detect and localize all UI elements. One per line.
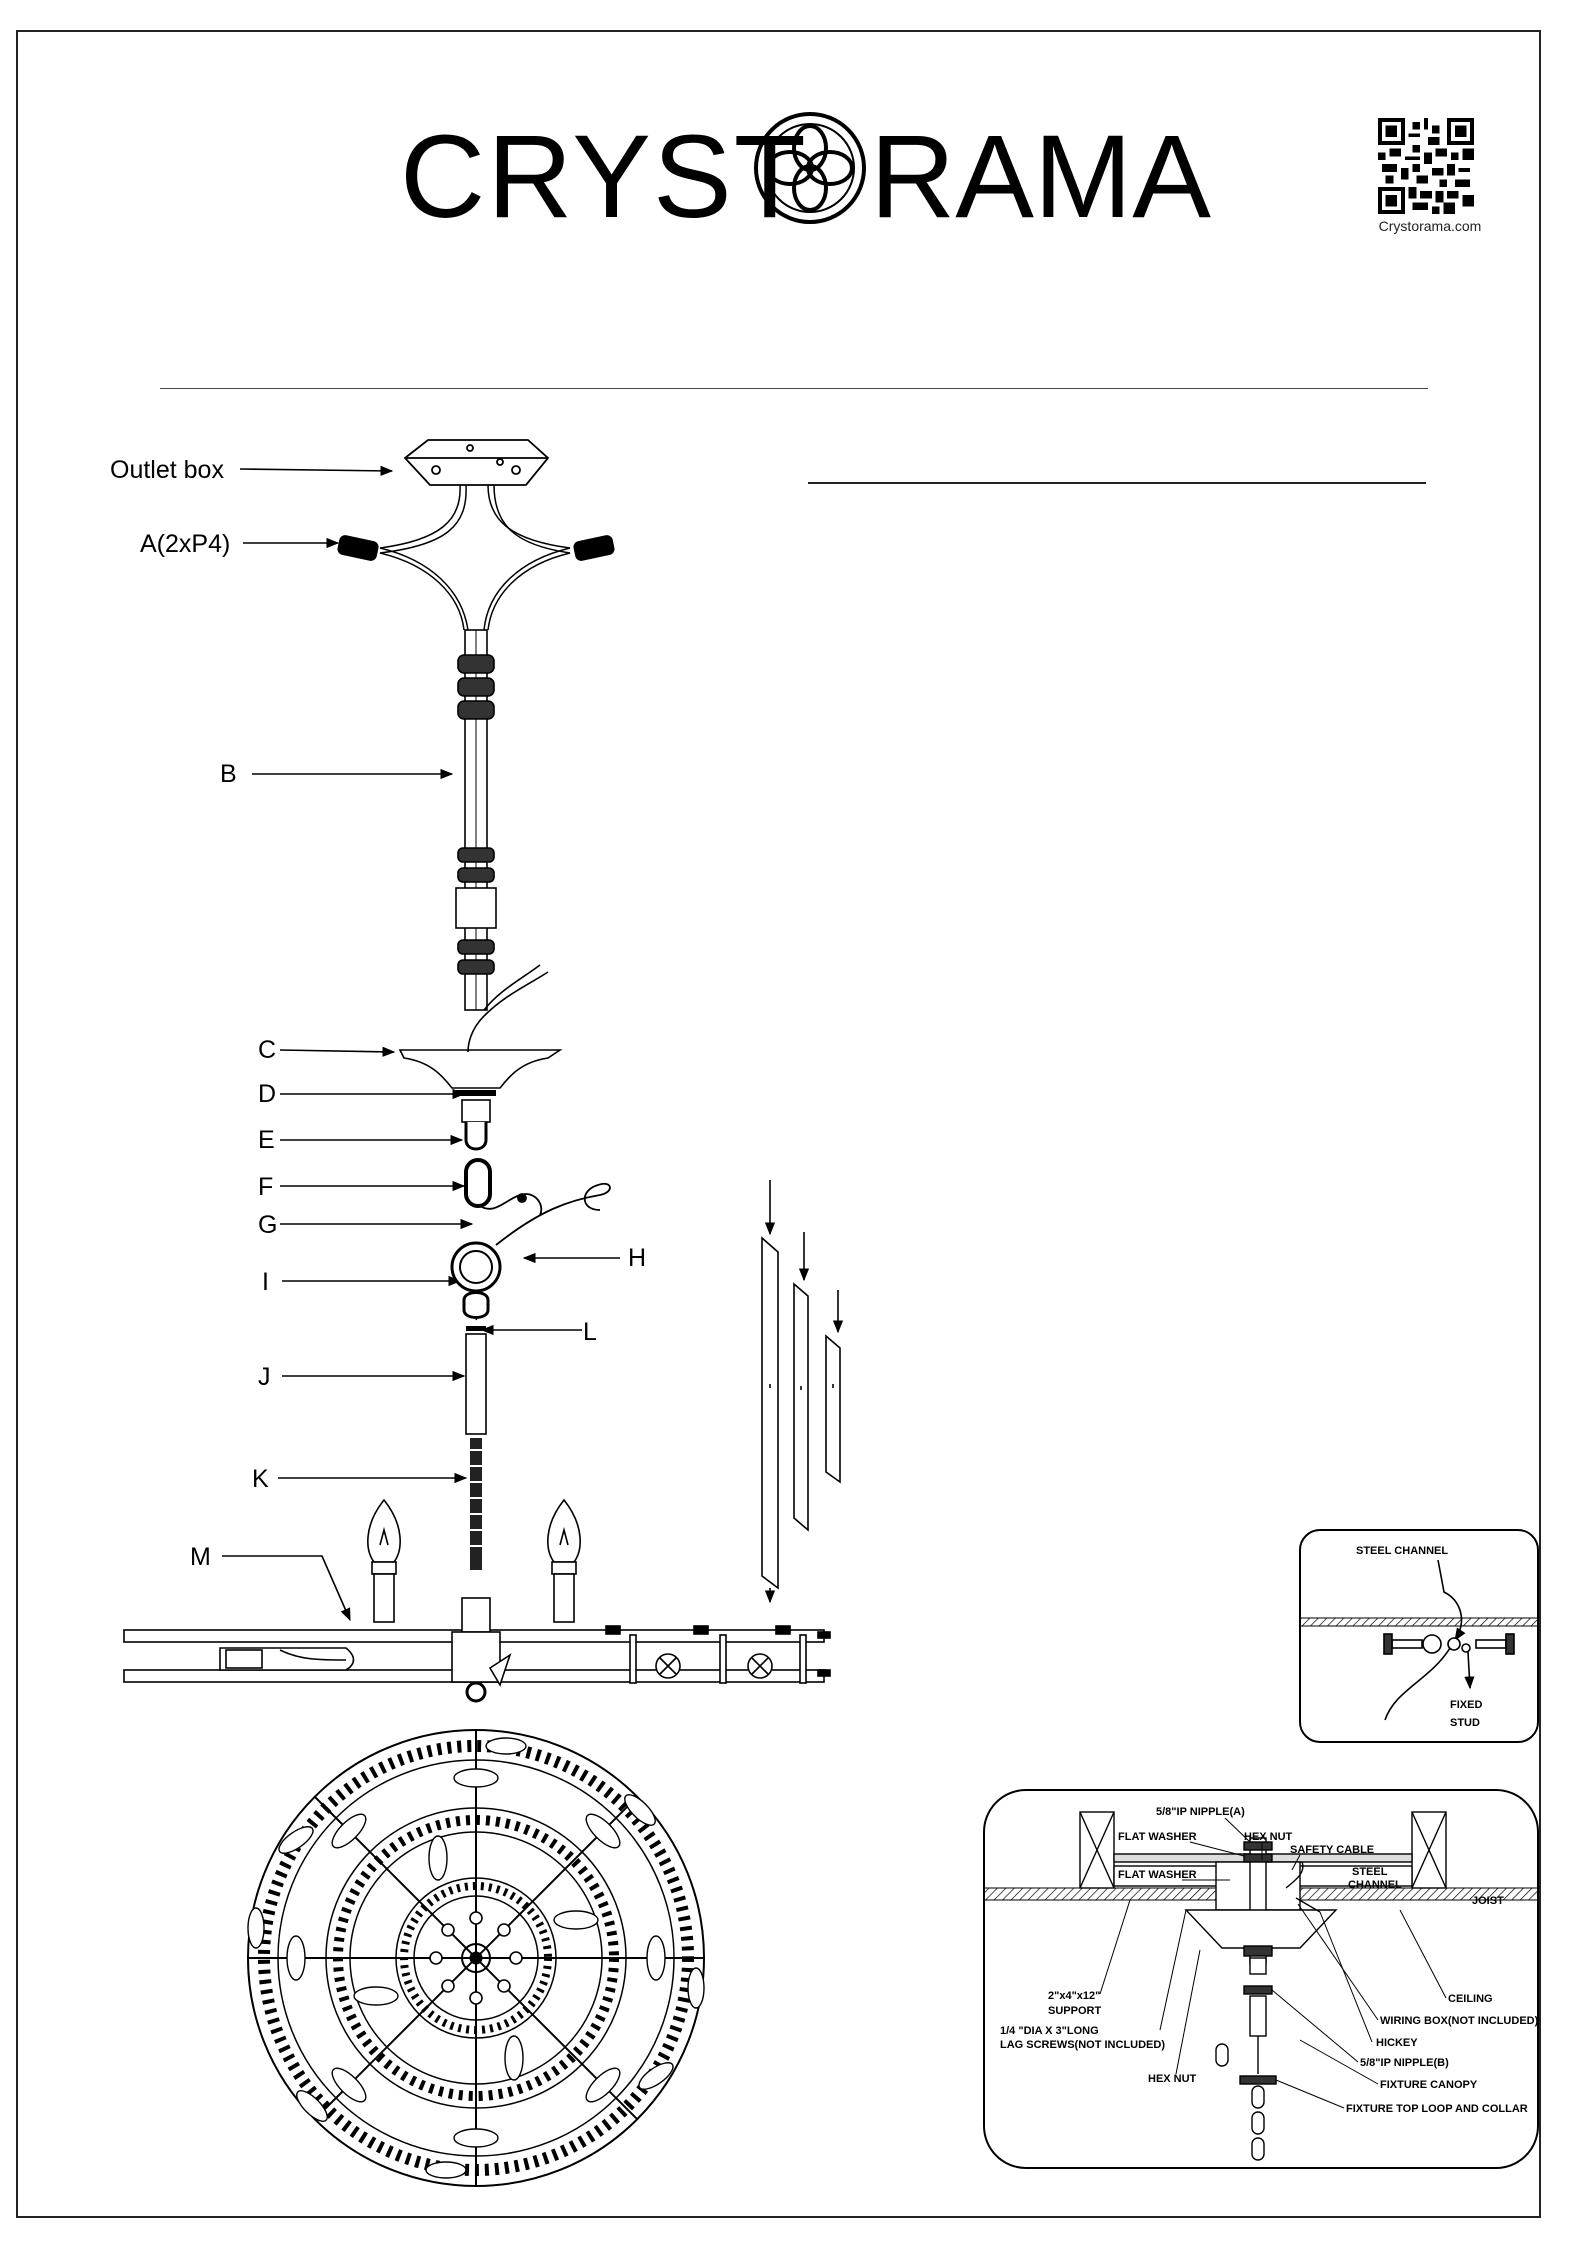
bottom-view-bulbs: [247, 1737, 705, 2179]
steel-channel-title: STEEL CHANNEL: [1356, 1545, 1448, 1557]
supply-wires: [379, 484, 571, 631]
label-part-f: F: [258, 1173, 273, 1201]
mount-labels: 5/8"IP NIPPLE(A) FLAT WASHER HEX NUT SAF…: [1000, 1806, 1539, 2115]
top-loop-e: [464, 1122, 488, 1151]
label-flat-washer-1: FLAT WASHER: [1118, 1831, 1197, 1843]
logo-flower-icon: [754, 112, 866, 224]
label-part-m: M: [190, 1543, 211, 1571]
label-support-1: 2"x4"x12": [1048, 1990, 1100, 2002]
label-safety-cable: SAFETY CABLE: [1290, 1844, 1374, 1856]
qr-code-icon[interactable]: [1378, 118, 1474, 214]
label-ceiling: CEILING: [1448, 1993, 1493, 2005]
label-part-j: J: [258, 1363, 271, 1391]
chandelier-bottom-view: [247, 1729, 705, 2187]
label-hex-nut-bottom: HEX NUT: [1148, 2073, 1197, 2085]
chain-link-f: [464, 1158, 492, 1208]
crystal-panels: [761, 1236, 841, 1590]
label-part-g: G: [258, 1211, 277, 1239]
chandelier-side-view: [123, 1597, 831, 1703]
label-part-b: B: [220, 760, 237, 788]
label-flat-washer-2: FLAT WASHER: [1118, 1869, 1197, 1881]
leader-lines: [222, 465, 620, 1622]
panel-arrows: [764, 1180, 844, 1604]
label-canopy: FIXTURE CANOPY: [1380, 2079, 1478, 2091]
collar-d: [456, 1090, 496, 1123]
label-outlet-box: Outlet box: [110, 456, 224, 484]
section-divider: [808, 482, 1426, 484]
candle-bulb-right: [547, 1498, 581, 1623]
wire-connectors: [337, 535, 615, 561]
label-steel-2: CHANNEL: [1348, 1879, 1402, 1891]
washer-l: [466, 1326, 486, 1331]
label-part-d: D: [258, 1080, 276, 1108]
mounting-detail: 5/8"IP NIPPLE(A) FLAT WASHER HEX NUT SAF…: [983, 1789, 1539, 2169]
label-nipple-b: 5/8"IP NIPPLE(B): [1360, 2057, 1449, 2069]
outlet-box: [403, 439, 550, 486]
stem-rod-b: [455, 629, 549, 1017]
qr-caption[interactable]: Crystorama.com: [1378, 218, 1482, 234]
label-part-i: I: [262, 1268, 269, 1296]
loop-i-and-wire-h: [450, 1241, 502, 1321]
header-divider: [160, 388, 1428, 389]
label-part-a: A(2xP4): [140, 530, 230, 558]
label-joist: JOIST: [1472, 1895, 1504, 1907]
label-part-h: H: [628, 1244, 646, 1272]
page-frame: [16, 30, 1541, 2218]
stud-label: STUD: [1450, 1717, 1480, 1729]
logo-wordmark: CRYST RAMA: [400, 111, 1211, 235]
label-lag-1: 1/4 "DIA X 3"LONG: [1000, 2025, 1099, 2037]
label-lag-2: LAG SCREWS(NOT INCLUDED): [1000, 2039, 1165, 2051]
label-top-loop: FIXTURE TOP LOOP AND COLLAR: [1346, 2103, 1528, 2115]
threaded-rod-k: [470, 1438, 482, 1570]
mount-leaders: [1099, 1817, 1468, 2109]
part-labels: Outlet box A(2xP4) B C D E F G H I L J K…: [110, 456, 646, 1571]
label-steel-1: STEEL: [1352, 1866, 1388, 1878]
steel-channel-detail: STEEL CHANNEL FIXED STUD: [1299, 1529, 1539, 1743]
crystorama-logo: CRYST RAMA: [400, 111, 1211, 235]
label-part-c: C: [258, 1036, 276, 1064]
label-hex-nut-top: HEX NUT: [1244, 1831, 1293, 1843]
label-part-l: L: [583, 1318, 597, 1346]
label-support-2: SUPPORT: [1048, 2005, 1101, 2017]
svg-text:CRYST: CRYST: [400, 111, 808, 235]
label-part-k: K: [252, 1465, 269, 1493]
svg-text:RAMA: RAMA: [870, 111, 1211, 235]
canopy-c: [398, 1015, 563, 1089]
label-hickey: HICKEY: [1376, 2037, 1418, 2049]
label-nipple-a: 5/8"IP NIPPLE(A): [1156, 1806, 1245, 1818]
fixed-label: FIXED: [1450, 1699, 1482, 1711]
candle-bulb-left: [367, 1498, 401, 1623]
label-wiring-box: WIRING BOX(NOT INCLUDED): [1380, 2015, 1539, 2027]
ground-wire-g: [479, 1182, 611, 1246]
label-part-e: E: [258, 1126, 275, 1154]
tube-j: [465, 1333, 487, 1435]
